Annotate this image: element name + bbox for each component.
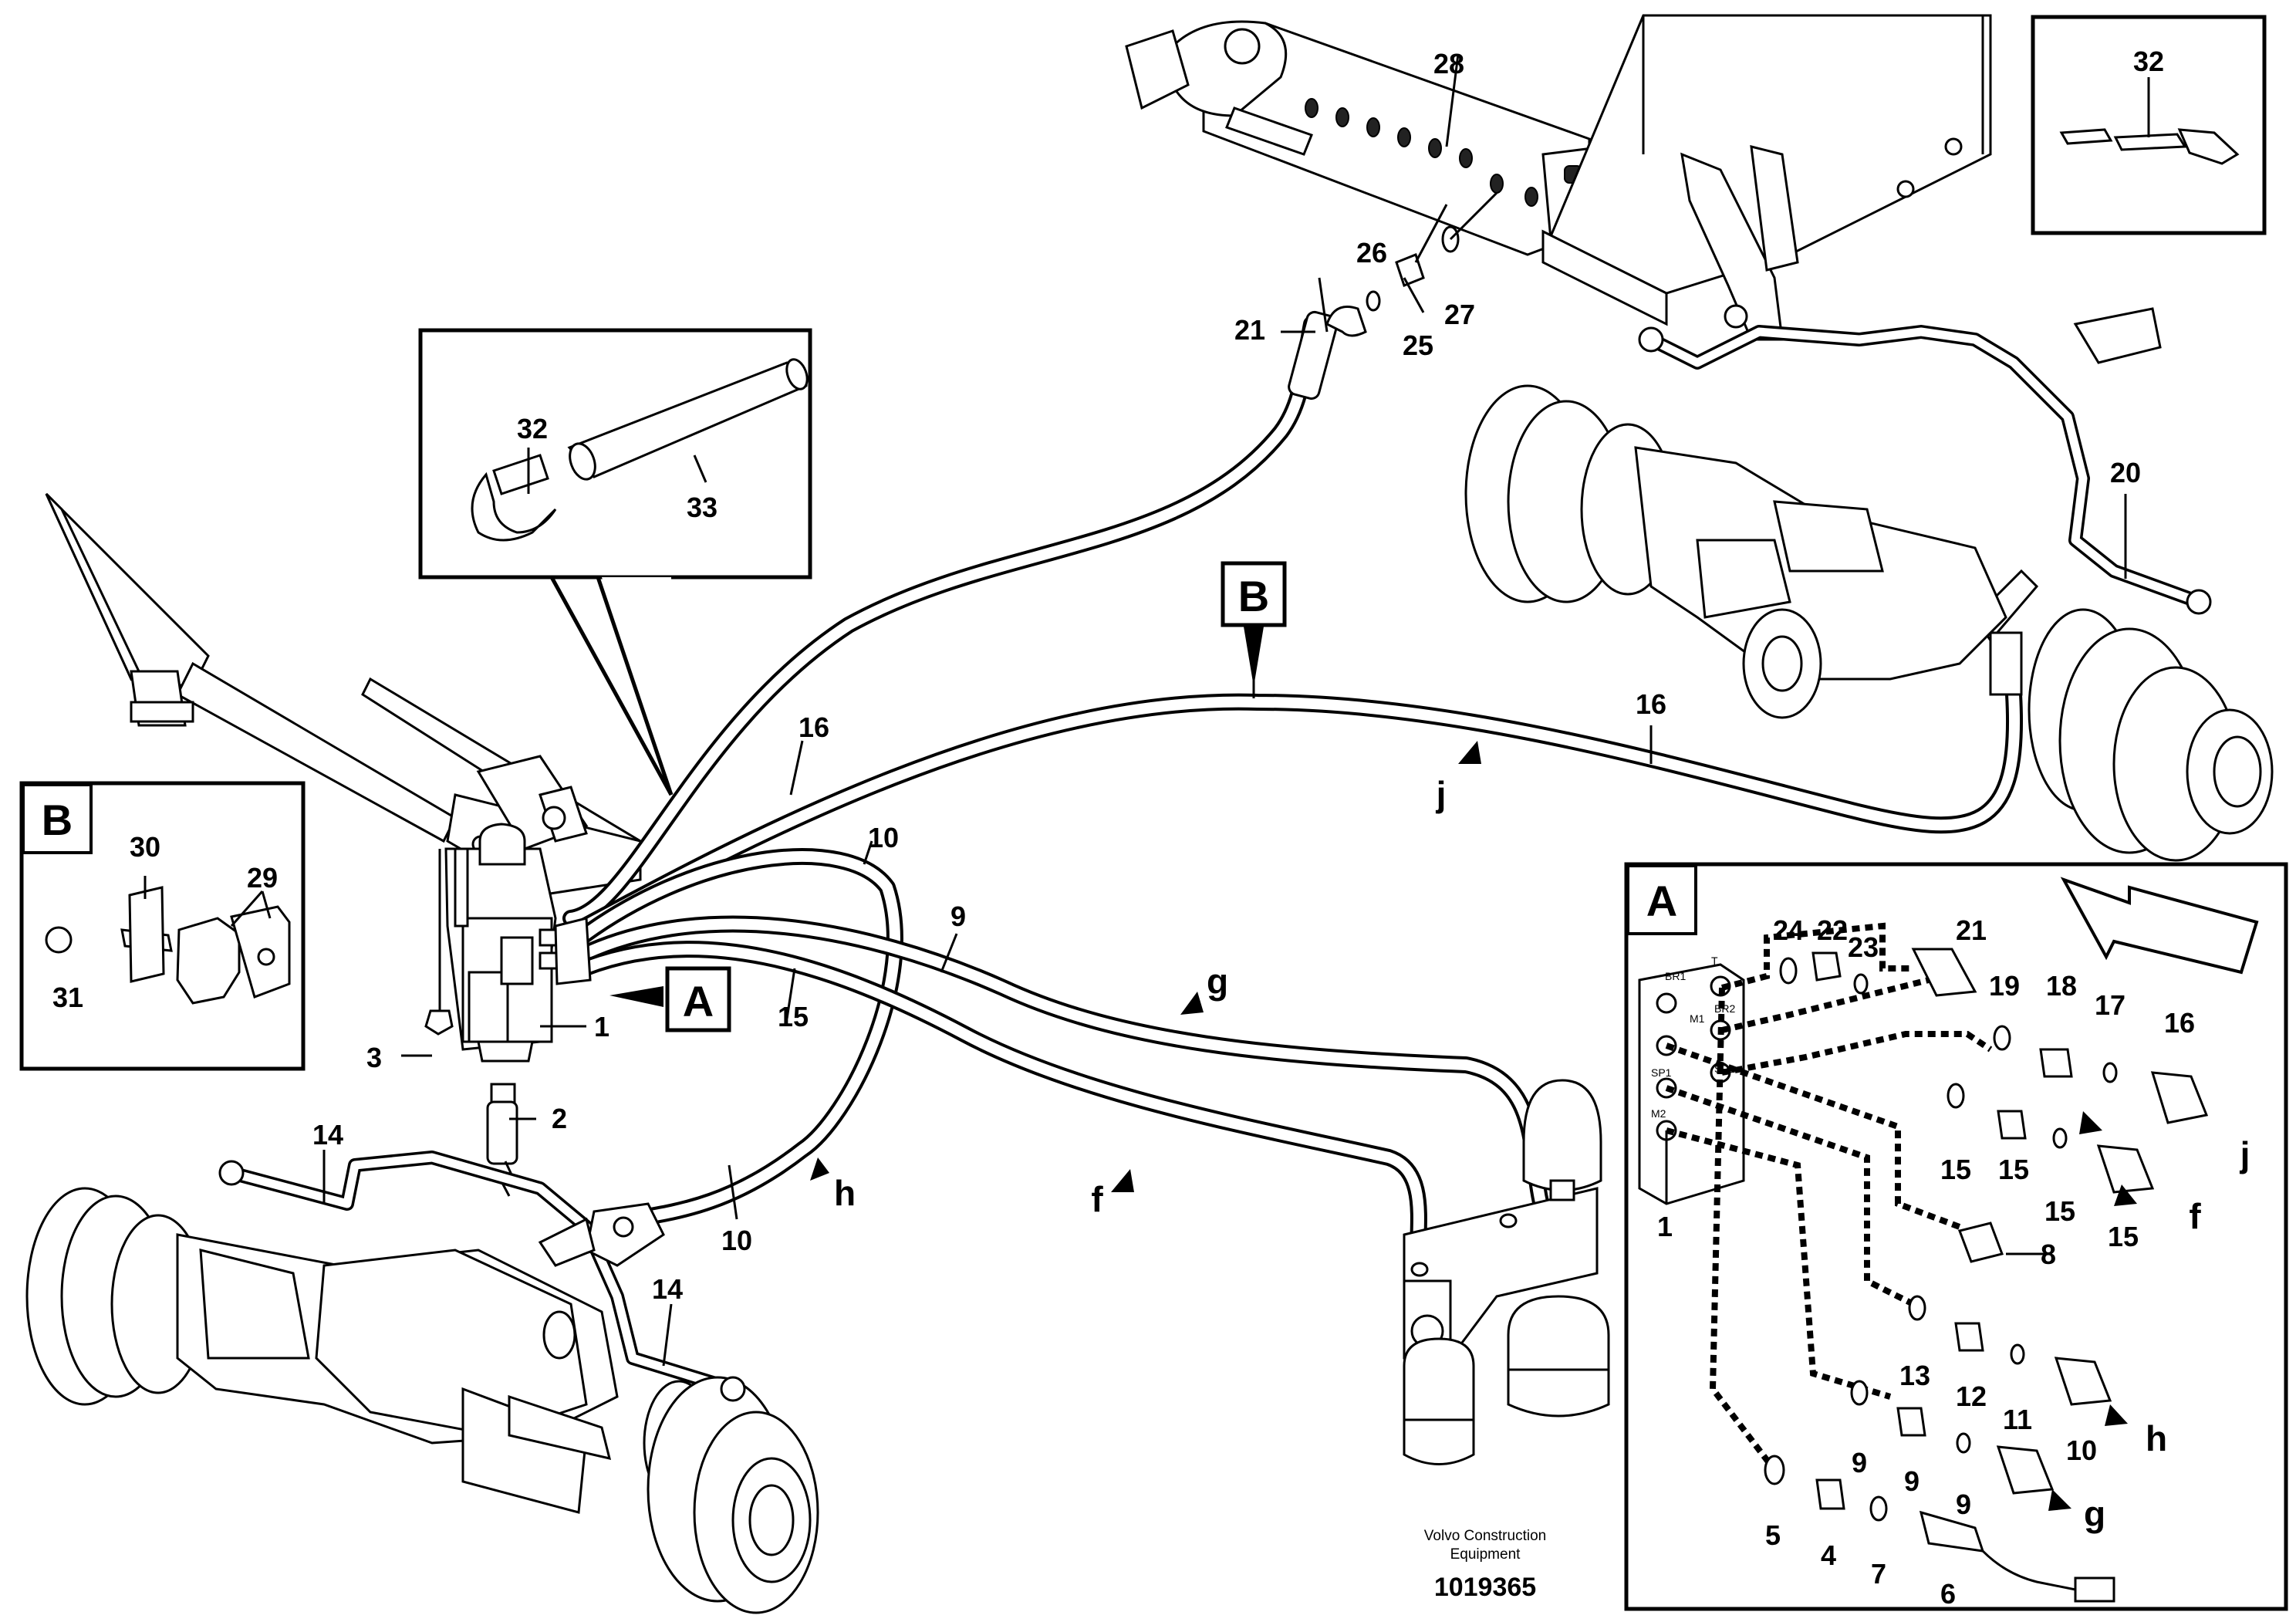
detail-A-5: 5: [1765, 1519, 1781, 1551]
detail-A-12: 12: [1956, 1380, 1987, 1412]
brake-pedal-assembly: [45, 492, 643, 1197]
detail-A-24: 24: [1773, 914, 1804, 946]
callout-32-top: 32: [2133, 46, 2164, 77]
callout-32-detail: 32: [517, 413, 548, 444]
detail-A-23: 23: [1848, 931, 1879, 963]
callout-28: 28: [1433, 48, 1464, 79]
flow-letter-h: h: [834, 1173, 856, 1213]
detail-A-15d: 15: [2108, 1221, 2139, 1252]
drawing-number: 1019365: [1434, 1573, 1536, 1602]
detail-A-18: 18: [2046, 970, 2077, 1002]
detail-A-22: 22: [1817, 914, 1848, 946]
port-label-m2: M2: [1651, 1107, 1666, 1120]
callout-10-top: 10: [868, 822, 899, 853]
callout-3: 3: [366, 1042, 382, 1073]
detail-A-title: A: [1646, 877, 1677, 925]
callout-27: 27: [1444, 299, 1475, 330]
detail-A-6: 6: [1940, 1578, 1956, 1610]
callout-2: 2: [552, 1103, 567, 1134]
callout-labels: 28 32 26 27 25 21 20 32 33 16 16 10 9 15…: [52, 46, 2164, 1305]
detail-box-32: [2031, 15, 2267, 235]
callout-31: 31: [52, 982, 83, 1013]
section-marker-B: B: [1221, 561, 1287, 687]
front-axle: [25, 1160, 819, 1614]
detail-A-15c: 15: [2044, 1195, 2075, 1227]
detail-box-32-33: [418, 328, 812, 796]
caption-line-2: Equipment: [1450, 1546, 1521, 1563]
callout-10-bottom: 10: [721, 1225, 752, 1256]
detail-A-7: 7: [1871, 1558, 1886, 1590]
detail-A-8: 8: [2041, 1238, 2056, 1270]
hydraulic-tank-assembly: [1125, 14, 1992, 341]
detail-A-13: 13: [1899, 1360, 1930, 1391]
detail-A-9c: 9: [1956, 1489, 1971, 1520]
callout-15: 15: [778, 1001, 809, 1032]
port-label-br1: BR1: [1665, 970, 1686, 982]
callout-21: 21: [1234, 314, 1265, 346]
detail-A-f: f: [2189, 1196, 2201, 1236]
callout-26: 26: [1356, 237, 1387, 269]
section-marker-B-label: B: [1238, 572, 1269, 620]
section-marker-A-label: A: [683, 977, 714, 1026]
detail-box-labels: B A 24 22 23 21 19 18 17 16 15 15 15 15 …: [42, 796, 2250, 1610]
hydraulic-hoses: [225, 306, 2206, 1396]
port-label-t: T: [1711, 955, 1718, 967]
detail-A-1: 1: [1657, 1211, 1673, 1242]
port-label-br2: BR2: [1714, 1002, 1735, 1015]
flow-letter-g: g: [1207, 961, 1228, 1002]
detail-A-19: 19: [1989, 970, 2020, 1002]
caption-line-1: Volvo Construction: [1424, 1528, 1546, 1544]
detail-A-11: 11: [2003, 1404, 2032, 1435]
detail-A-15b: 15: [1998, 1154, 2029, 1185]
port-label-sp1: SP1: [1651, 1066, 1672, 1079]
flow-letter-f: f: [1091, 1179, 1103, 1219]
callout-16-left: 16: [799, 711, 829, 743]
callout-20: 20: [2110, 457, 2141, 488]
detail-A-16: 16: [2164, 1007, 2195, 1039]
detail-A-4: 4: [1821, 1539, 1836, 1571]
detail-A-17: 17: [2095, 989, 2125, 1021]
leader-lines: [322, 53, 2127, 1367]
section-marker-A: A: [609, 966, 731, 1032]
flow-arrows: [810, 741, 2137, 1511]
detail-A-j: j: [2240, 1134, 2250, 1174]
detail-A-10: 10: [2066, 1434, 2097, 1466]
detail-A-g: g: [2084, 1494, 2105, 1534]
callout-29: 29: [247, 862, 278, 894]
accumulators: [1403, 1079, 1610, 1465]
detail-A-9b: 9: [1904, 1465, 1920, 1497]
callout-9: 9: [950, 901, 966, 932]
port-label-m1: M1: [1690, 1012, 1705, 1025]
flow-letter-j: j: [1436, 774, 1447, 814]
detail-box-A: BR1 T M1 BR2 SP1 SP2 M2: [1624, 862, 2288, 1611]
callout-16-right: 16: [1636, 688, 1666, 720]
callout-14-left: 14: [312, 1119, 343, 1151]
detail-A-15a: 15: [1940, 1154, 1971, 1185]
detail-box-B: [19, 781, 306, 1071]
rear-axle: [1464, 326, 2274, 862]
callout-25: 25: [1403, 329, 1433, 361]
detail-A-21: 21: [1956, 914, 1987, 946]
detail-A-h: h: [2146, 1418, 2167, 1458]
detail-B-title: B: [42, 796, 73, 844]
callout-33: 33: [687, 492, 718, 523]
callout-14-right: 14: [652, 1273, 683, 1305]
detail-A-9a: 9: [1852, 1447, 1867, 1478]
publisher-caption: Volvo Construction Equipment 1019365: [1424, 1528, 1546, 1602]
callout-30: 30: [130, 831, 160, 863]
callout-1: 1: [594, 1011, 609, 1042]
